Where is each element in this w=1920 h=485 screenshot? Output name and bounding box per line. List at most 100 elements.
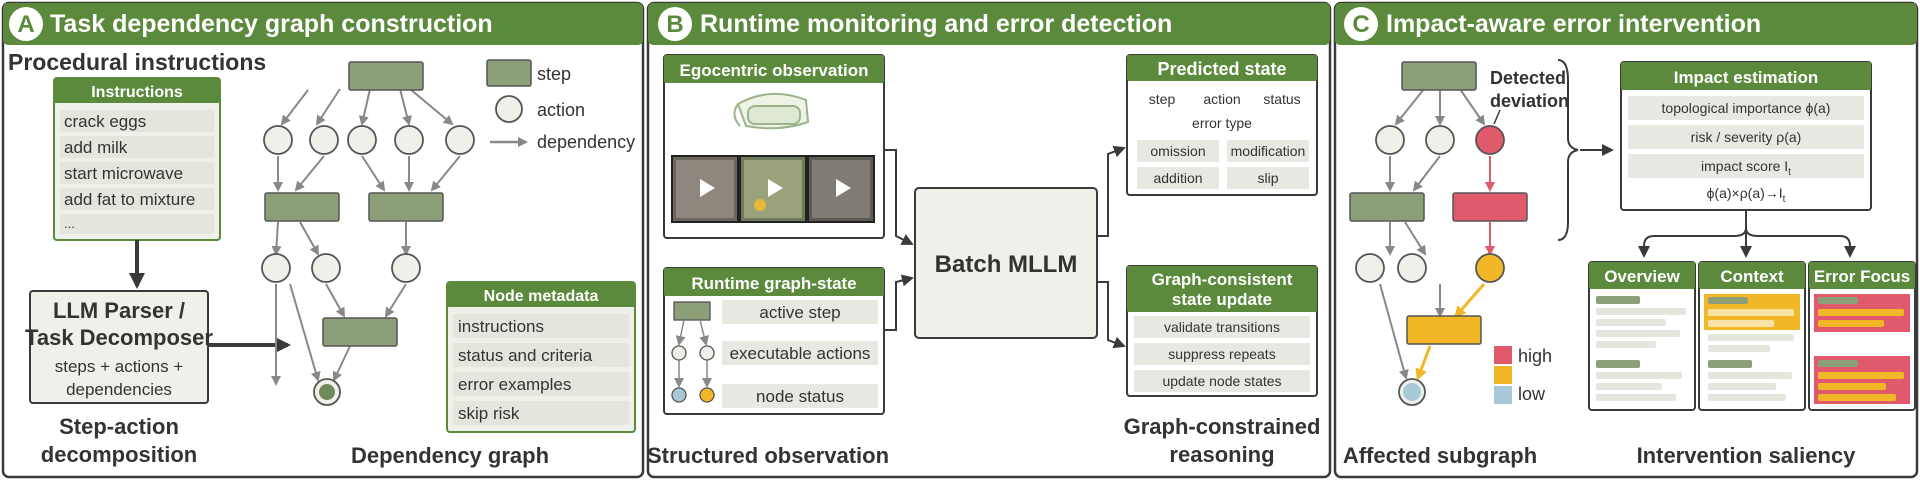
node-metadata-header-bar: [447, 282, 635, 307]
affected-step-node-mid: [1406, 315, 1482, 345]
placeholder-line: [1818, 309, 1904, 316]
panel-c: C Impact-aware error intervention: [1333, 1, 1919, 479]
placeholder-line: [1708, 345, 1770, 352]
affected-action-node-mid: [1475, 253, 1505, 283]
instruction-text: add fat to mixture: [64, 190, 195, 209]
panel-c-letter: C: [1352, 11, 1369, 38]
play-icon: [836, 179, 851, 197]
panel-b: B Runtime monitoring and error detection…: [646, 1, 1332, 479]
error-chip-text: omission: [1150, 143, 1205, 159]
caption-step-action-2: decomposition: [41, 442, 197, 467]
caption-graph-constrained-2: reasoning: [1169, 442, 1274, 467]
play-icon: [768, 179, 783, 197]
mini-edge: [675, 319, 686, 346]
error-chip: [1137, 140, 1219, 162]
instructions-header: Instructions: [91, 84, 183, 101]
instruction-row: [60, 188, 214, 210]
legend-action-swatch: [495, 95, 523, 123]
caption-step-action-1: Step-action: [59, 414, 179, 439]
predicted-field: action: [1203, 91, 1240, 107]
caption-dependency-graph: Dependency graph: [351, 443, 549, 468]
state-to-mllm-arrow: [884, 274, 914, 331]
play-icon: [700, 179, 715, 197]
metadata-text: skip risk: [458, 404, 520, 423]
placeholder-line: [1596, 341, 1656, 348]
update-row-text: suppress repeats: [1168, 346, 1275, 362]
batch-mllm-box: [914, 187, 1098, 339]
graph-edge: [299, 221, 319, 256]
panel-a-header: [3, 3, 643, 45]
instruction-text: crack eggs: [64, 112, 146, 131]
mini-status-node-done: [671, 387, 687, 403]
panel-b-title: Runtime monitoring and error detection: [700, 10, 1172, 38]
action-node: [1375, 125, 1405, 155]
impact-score-label: impact score I: [1701, 158, 1788, 174]
caption-graph-constrained-1: Graph-constrained: [1124, 414, 1321, 439]
action-node: [391, 253, 421, 283]
instruction-row: [60, 136, 214, 158]
impact-score-subscript: t: [1788, 167, 1791, 178]
graph-edge: [289, 283, 321, 382]
instructions-card-header: [54, 78, 220, 103]
error-chip-text: addition: [1153, 170, 1202, 186]
affected-subgraph-nodes: [1349, 61, 1528, 406]
action-node: [394, 125, 424, 155]
graph-edge: [399, 88, 412, 126]
context-card-header-bar: [1699, 262, 1805, 289]
legend-mid-swatch: [1494, 366, 1512, 384]
metadata-text: error examples: [458, 375, 571, 394]
action-node: [261, 253, 291, 283]
instructions-list: crack eggs add milk start microwave add …: [60, 110, 214, 234]
legend-low-label: low: [1518, 384, 1546, 404]
runtime-row: [722, 341, 878, 365]
placeholder-heading: [1596, 296, 1640, 304]
detected-deviation-line-1: Detected: [1490, 68, 1566, 88]
impact-row-text: impact score It: [1701, 158, 1791, 178]
update-row-text: validate transitions: [1164, 319, 1280, 335]
graph-edge: [1412, 155, 1441, 192]
affected-terminal-node-core: [1403, 383, 1421, 401]
affected-step-node-high: [1452, 192, 1528, 222]
caption-structured-observation: Structured observation: [647, 443, 889, 468]
egocentric-header: Egocentric observation: [680, 61, 869, 80]
instruction-text: ...: [64, 216, 75, 231]
runtime-row: [722, 300, 878, 324]
step-node: [368, 192, 444, 222]
graph-edge: [409, 88, 454, 126]
placeholder-line: [1708, 334, 1794, 341]
instruction-text: start microwave: [64, 164, 183, 183]
update-row: [1134, 343, 1310, 365]
graph-edge: [1404, 221, 1427, 256]
parser-title-line-1: LLM Parser /: [53, 298, 185, 323]
deviation-pointer: [1493, 109, 1501, 125]
impact-legend: high low: [1494, 346, 1552, 404]
placeholder-line: [1708, 309, 1794, 316]
update-row: [1134, 370, 1310, 392]
mllm-to-update-arrow: [1097, 281, 1126, 349]
impact-row: [1628, 125, 1864, 149]
graph-edge: [325, 283, 345, 318]
placeholder-heading: [1818, 297, 1858, 304]
predicted-state-header-bar: [1127, 55, 1317, 81]
mini-action-node: [671, 345, 687, 361]
error-focus-card-title: Error Focus: [1814, 267, 1910, 286]
parser-sub-line-2: dependencies: [66, 380, 172, 399]
action-node: [1425, 125, 1455, 155]
runtime-row-text: node status: [756, 387, 844, 406]
mllm-to-predicted-arrow: [1097, 145, 1126, 237]
graph-edge: [384, 283, 407, 318]
mini-graph: [671, 301, 715, 403]
error-chip: [1227, 167, 1309, 189]
instruction-row: [60, 214, 214, 234]
impact-estimation-header-bar: [1621, 62, 1871, 90]
step-node: [1401, 61, 1477, 91]
runtime-row: [722, 384, 878, 408]
action-node: [1355, 253, 1385, 283]
placeholder-heading: [1708, 297, 1748, 304]
panel-a-title: Task dependency graph construction: [50, 10, 493, 38]
placeholder-line: [1818, 394, 1896, 401]
graph-edge: [361, 155, 386, 192]
step-node: [322, 317, 398, 347]
